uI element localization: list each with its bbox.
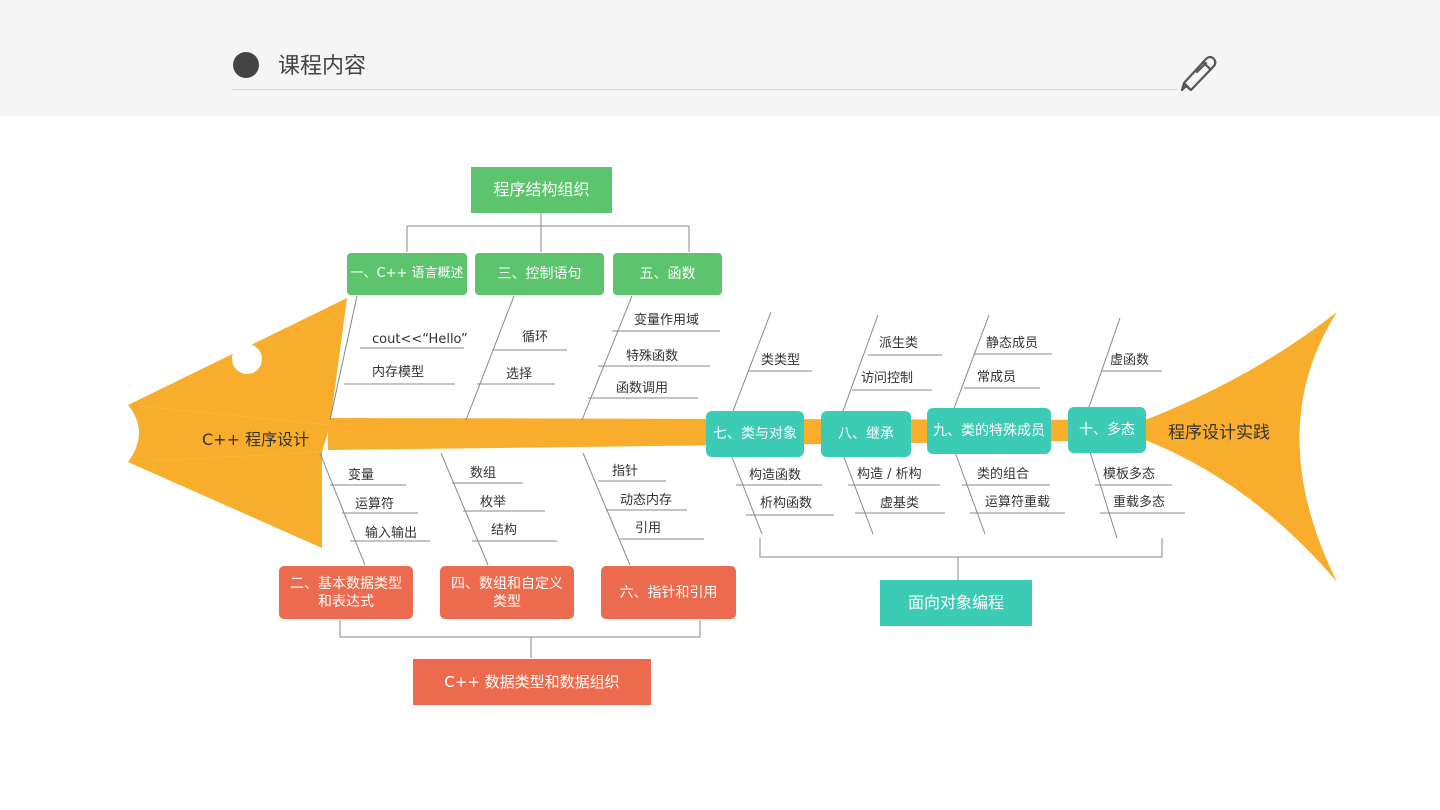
topic-label: 常成员 [977, 370, 1017, 385]
topic-label: 数组 [470, 466, 497, 481]
header-bar: 课程内容 [0, 0, 1440, 116]
topic-label: 类的组合 [977, 467, 1030, 482]
topic-label: 虚函数 [1110, 353, 1150, 368]
chapter-9: 九、类的特殊成员 [927, 408, 1051, 454]
topic-label: 重载多态 [1113, 495, 1166, 510]
topic-label: 构造 / 析构 [857, 467, 922, 482]
topic-label: 引用 [635, 521, 662, 536]
topic-label: 类类型 [761, 353, 801, 368]
topic-label: 变量作用域 [634, 313, 700, 328]
chapter-4: 四、数组和自定义 类型 [440, 566, 574, 619]
group-oop: 面向对象编程 [880, 580, 1032, 626]
topic-label: 构造函数 [749, 468, 802, 483]
fish-head-label: C++ 程序设计 [202, 430, 310, 449]
chapter-5: 五、函数 [613, 253, 722, 295]
topic-label: 模板多态 [1103, 467, 1156, 482]
pen-icon [1180, 55, 1217, 92]
group-connectors [339, 213, 1163, 658]
topic-label: 虚基类 [880, 496, 920, 511]
chapter-1: 一、C++ 语言概述 [347, 253, 467, 295]
topic-label: 输入输出 [365, 526, 418, 541]
fish-tail-label: 程序设计实践 [1168, 423, 1270, 443]
topic-label: 选择 [506, 367, 533, 382]
group-program-structure: 程序结构组织 [471, 167, 612, 213]
topic-label: 派生类 [879, 336, 919, 351]
topic-label: cout<<“Hello” [372, 332, 468, 347]
chapter-3: 三、控制语句 [475, 253, 604, 295]
topic-label: 变量 [348, 468, 375, 483]
topic-label: 内存模型 [372, 365, 425, 380]
group-data-types: C++ 数据类型和数据组织 [413, 659, 651, 705]
topic-label: 运算符 [355, 497, 395, 512]
topic-label: 访问控制 [861, 371, 914, 386]
topic-label: 动态内存 [620, 493, 673, 508]
chapter-2: 二、基本数据类型 和表达式 [279, 566, 413, 619]
rib-lines [319, 295, 1185, 566]
topic-label: 静态成员 [986, 336, 1039, 351]
chapter-6: 六、指针和引用 [601, 566, 736, 619]
page-title: 课程内容 [278, 54, 367, 79]
header-divider [232, 89, 1177, 90]
topic-label: 特殊函数 [626, 349, 679, 364]
topic-label: 运算符重载 [985, 495, 1051, 510]
topic-label: 析构函数 [760, 496, 813, 511]
topic-label: 枚举 [480, 495, 507, 510]
topic-label: 循环 [522, 330, 549, 345]
chapter-10: 十、多态 [1068, 407, 1146, 453]
topic-label: 函数调用 [616, 381, 669, 396]
dot-icon [233, 52, 259, 78]
topic-label: 结构 [491, 523, 518, 538]
fish-eye [232, 344, 262, 374]
chapter-8: 八、继承 [821, 411, 911, 457]
topic-label: 指针 [612, 464, 639, 479]
chapter-7: 七、类与对象 [706, 411, 804, 457]
